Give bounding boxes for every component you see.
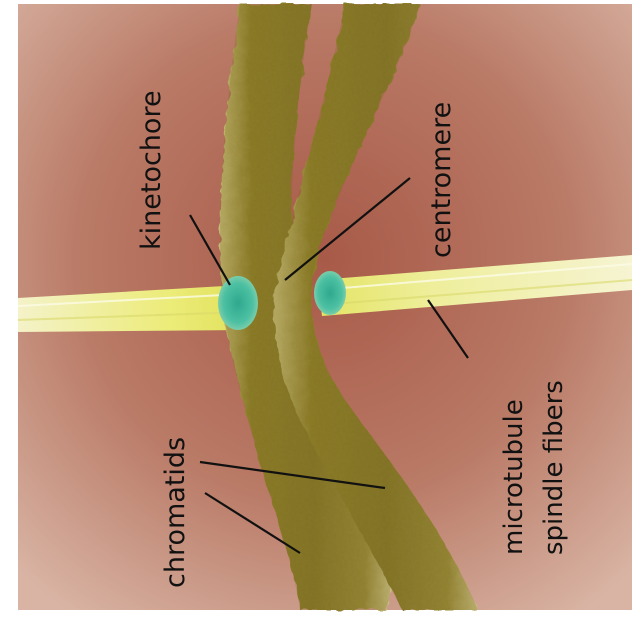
kinetochore-right: [314, 271, 346, 315]
kinetochore-left: [218, 276, 258, 330]
label-microtubule: microtubule: [499, 399, 529, 555]
label-spindle-fibers: spindle fibers: [539, 380, 569, 555]
label-chromatids: chromatids: [160, 437, 191, 588]
label-centromere: centromere: [426, 102, 457, 258]
label-kinetochore: kinetochore: [136, 90, 167, 250]
